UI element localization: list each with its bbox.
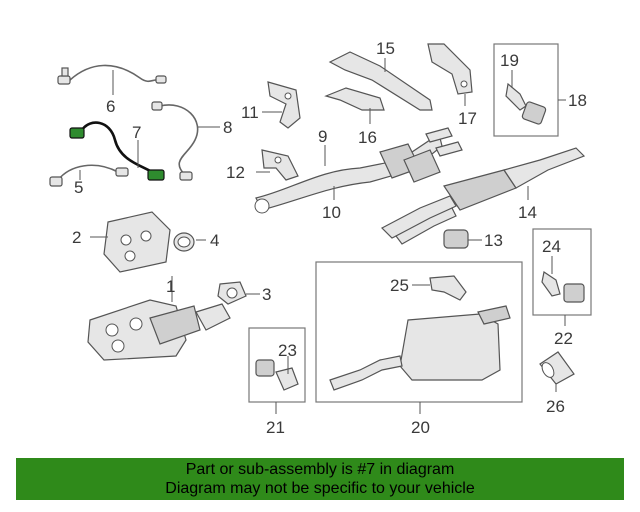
part-13-hanger[interactable] [443,229,469,249]
label-20: 20 [411,418,430,437]
label-23: 23 [278,341,297,360]
label-24: 24 [542,237,561,256]
banner-line-1: Part or sub-assembly is #7 in diagram [185,461,455,478]
banner-line-2: Diagram may not be specific to your vehi… [165,480,475,497]
part-8-oxygen-sensor[interactable] [151,101,199,181]
label-4: 4 [210,231,219,250]
info-banner: Part or sub-assembly is #7 in diagram Di… [16,458,624,500]
part-12-bracket[interactable] [261,149,299,181]
part-18-kit-box[interactable] [493,43,559,137]
label-26: 26 [546,397,565,416]
part-17-bracket[interactable] [427,43,473,95]
part-7-oxygen-sensor[interactable] [69,121,165,181]
label-14: 14 [518,203,537,222]
part-2-heat-shield[interactable] [103,211,171,273]
label-21: 21 [266,418,285,437]
part-21-kit-box[interactable] [248,327,306,403]
label-17: 17 [458,109,477,128]
part-5-oxygen-sensor[interactable] [49,164,129,187]
part-11-bracket[interactable] [267,81,301,129]
label-19: 19 [500,51,519,70]
label-5: 5 [74,178,83,197]
label-1: 1 [166,277,175,296]
part-25-hanger[interactable] [429,275,467,301]
label-15: 15 [376,39,395,58]
part-4-gasket[interactable] [173,232,195,252]
exhaust-parts-diagram: 6 8 7 5 11 12 15 16 [49,39,592,437]
part-19-hanger[interactable] [505,82,547,125]
part-6-oxygen-sensor[interactable] [57,64,167,85]
part-20-kit-box[interactable] [315,261,523,403]
label-12: 12 [226,163,245,182]
part-15-bracket[interactable] [328,51,433,111]
part-24-hanger[interactable] [541,271,585,303]
label-22: 22 [554,329,573,348]
part-23-hanger[interactable] [255,359,299,391]
label-11: 11 [241,103,259,122]
part-22-kit-box[interactable] [532,228,592,316]
part-16-bracket[interactable] [324,87,385,111]
part-3-gasket[interactable] [217,281,247,305]
label-25: 25 [390,276,409,295]
label-10: 10 [322,203,341,222]
label-7: 7 [132,123,141,142]
label-16: 16 [358,128,377,147]
part-1-exhaust-manifold[interactable] [87,299,231,361]
label-6: 6 [106,97,115,116]
label-8: 8 [223,118,232,137]
part-9-front-pipe[interactable] [254,127,463,214]
part-14-center-pipe[interactable] [380,147,586,245]
label-18: 18 [568,91,587,110]
part-20-rear-muffler[interactable] [329,305,511,391]
label-2: 2 [72,228,81,247]
label-13: 13 [484,231,503,250]
label-3: 3 [262,285,271,304]
part-26-tailpipe-tip[interactable] [539,351,575,385]
label-9: 9 [318,127,327,146]
